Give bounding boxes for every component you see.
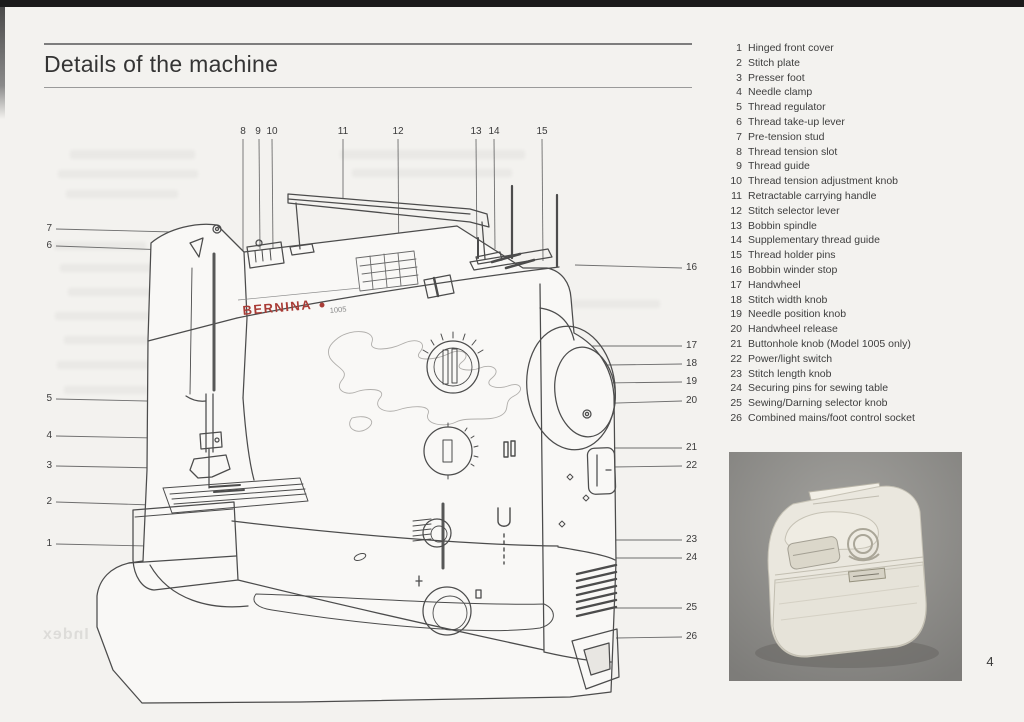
callout-number: 4 — [46, 430, 52, 441]
callout-number: 3 — [46, 460, 52, 471]
stitch-length-knob — [412, 502, 452, 570]
callout-number: 26 — [686, 631, 698, 642]
callout-number: 1 — [46, 538, 52, 549]
callout-number: 12 — [392, 126, 404, 137]
case-label — [848, 567, 886, 583]
callout-number: 11 — [337, 126, 349, 137]
callout-number: 5 — [46, 393, 52, 404]
title-rule-top — [44, 43, 692, 45]
pre-tension-stud — [212, 224, 222, 234]
needle-area — [189, 393, 231, 489]
callout-number: 6 — [46, 240, 52, 251]
scan-edge-top — [0, 0, 1024, 7]
page-title: Details of the machine — [44, 51, 279, 77]
brand-name: BERNINA — [242, 297, 313, 318]
tension-window — [246, 241, 285, 269]
thread-regulator — [185, 395, 207, 402]
callout-number: 17 — [686, 340, 698, 351]
callout-number: 22 — [686, 460, 698, 471]
scan-edge-left — [0, 7, 5, 119]
hinged-front-cover — [132, 501, 239, 591]
callout-number: 15 — [536, 126, 548, 137]
callout-number: 2 — [46, 496, 52, 507]
buttonhole-marks — [497, 440, 516, 565]
front-pocket — [772, 561, 927, 657]
callout-number: 18 — [686, 358, 698, 369]
model-number: 1005 — [329, 305, 346, 315]
machine-line-art — [96, 184, 620, 704]
callout-number: 13 — [470, 126, 482, 137]
callout-number: 23 — [686, 534, 698, 545]
foot-pedal — [787, 536, 841, 570]
callout-number: 7 — [46, 223, 52, 234]
callout-number: 25 — [686, 602, 698, 613]
dust-cover-photo — [729, 452, 962, 681]
needle-position-knob — [423, 422, 479, 480]
handwheel — [526, 325, 616, 451]
title-rule-bottom — [44, 87, 692, 88]
mains-foot-control-socket — [571, 628, 620, 690]
callout-number: 8 — [240, 126, 246, 137]
take-up-lever — [189, 237, 204, 258]
callout-number: 16 — [686, 262, 698, 273]
securing-pins — [353, 473, 590, 561]
callout-number: 10 — [266, 126, 278, 137]
thread-pins — [469, 184, 559, 271]
dust-cover-case — [767, 482, 927, 658]
callout-number: 9 — [255, 126, 261, 137]
page-number: 4 — [986, 654, 994, 669]
stitch-width-knob — [422, 331, 484, 394]
handwheel-release — [582, 409, 592, 419]
callout-number: 20 — [686, 395, 698, 406]
power-light-switch — [586, 447, 617, 495]
callout-number: 21 — [686, 442, 698, 453]
vent-slats — [575, 563, 618, 618]
brand-logo: BERNINA 1005 — [237, 287, 361, 318]
stitch-plate — [162, 477, 309, 514]
thread-guide — [255, 239, 263, 247]
callout-number: 14 — [488, 126, 500, 137]
callout-number: 19 — [686, 376, 698, 387]
callout-number: 24 — [686, 552, 698, 563]
cord-coil — [847, 528, 880, 562]
sewing-darning-knob — [415, 575, 482, 636]
